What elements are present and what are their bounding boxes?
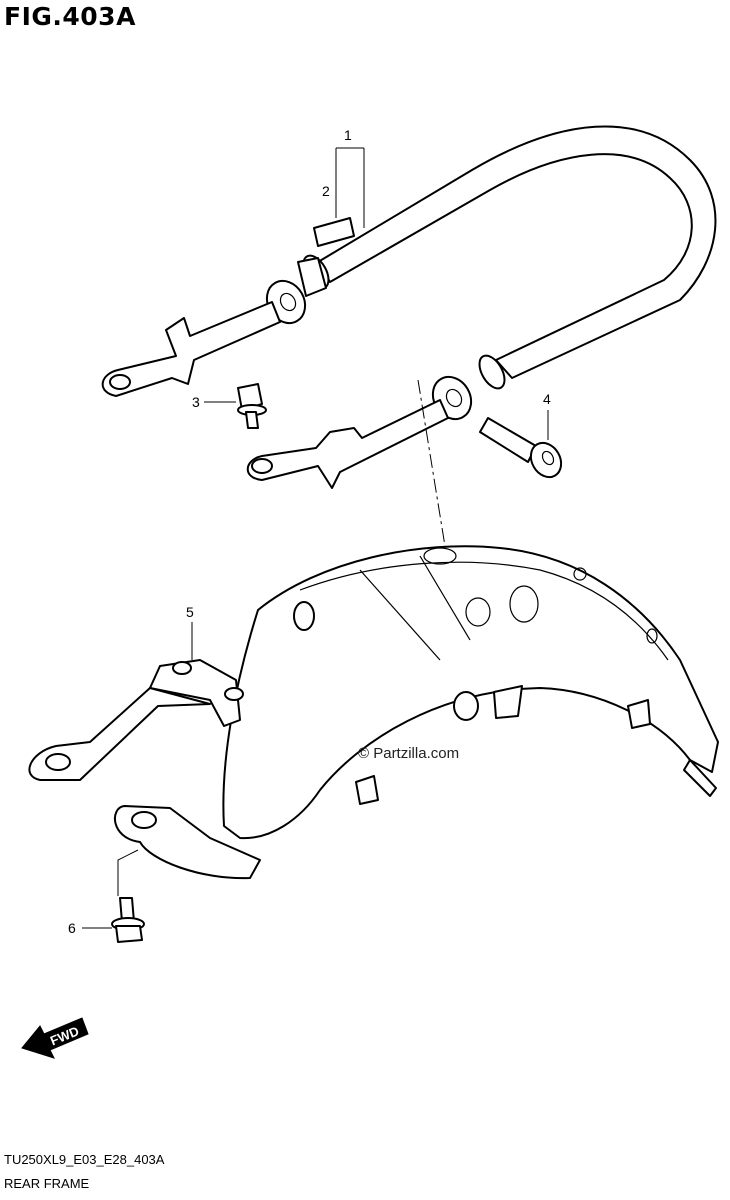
section-name: REAR FRAME	[4, 1176, 90, 1191]
forward-arrow-icon: FWD	[21, 1017, 89, 1059]
diagram-code: TU250XL9_E03_E28_403A	[4, 1152, 165, 1167]
callout-3[interactable]: 3	[192, 394, 200, 410]
forward-arrow-label: FWD	[48, 1023, 81, 1048]
rear-frame-part[interactable]	[28, 545, 719, 880]
callout-4[interactable]: 4	[543, 391, 551, 407]
socket-bolt-part[interactable]	[479, 410, 567, 483]
callout-5[interactable]: 5	[186, 604, 194, 620]
grab-bar-part[interactable]	[101, 125, 717, 489]
flange-bolt-lower-part[interactable]	[82, 849, 145, 943]
figure-title: FIG.403A	[4, 2, 136, 31]
callout-6[interactable]: 6	[68, 920, 76, 936]
flange-bolt-upper-part[interactable]	[204, 383, 267, 429]
emblem-label-part[interactable]	[313, 217, 355, 247]
callout-2[interactable]: 2	[322, 183, 330, 199]
watermark-text: © Partzilla.com	[358, 745, 459, 762]
callout-1[interactable]: 1	[344, 127, 352, 143]
